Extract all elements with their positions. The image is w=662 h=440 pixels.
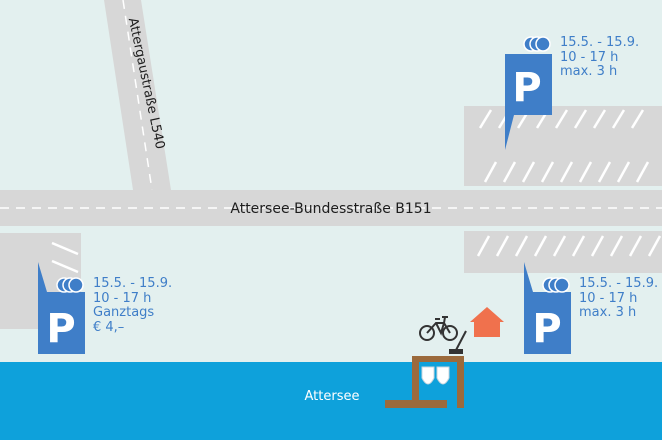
bicycle-icon — [419, 316, 458, 341]
boat-icon — [421, 366, 450, 385]
parking-all-day: Ganztags — [93, 305, 155, 320]
parking-max-duration: max. 3 h — [560, 64, 618, 79]
lake — [0, 362, 662, 440]
parking-hours: 10 - 17 h — [93, 290, 152, 306]
parking-price: € 4,– — [93, 319, 125, 335]
jetty-icon — [385, 356, 464, 408]
parking-dates: 15.5. - 15.9. — [579, 276, 659, 291]
parking-dates: 15.5. - 15.9. — [560, 35, 640, 50]
parking-stripes-west — [51, 241, 79, 274]
parking-sign-south-east: P — [524, 262, 571, 354]
parking-sign-west: P — [38, 262, 85, 354]
parking-info-west: 15.5. - 15.9. 10 - 17 h Ganztags € 4,– — [93, 276, 173, 335]
parking-dates: 15.5. - 15.9. — [93, 276, 173, 291]
parking-letter: P — [46, 306, 75, 352]
parking-max-duration: max. 3 h — [579, 305, 637, 320]
house-icon — [470, 307, 504, 337]
lake-label: Attersee — [304, 389, 360, 404]
parking-info-south-east: 15.5. - 15.9. 10 - 17 h max. 3 h — [579, 276, 659, 321]
parking-hours: 10 - 17 h — [579, 290, 638, 306]
main-road-label: Attersee-Bundesstraße B151 — [230, 201, 432, 217]
parking-letter: P — [512, 65, 541, 111]
parking-lot-north-east — [464, 106, 662, 186]
parking-stripes-south-east — [476, 235, 662, 257]
parking-hours: 10 - 17 h — [560, 49, 619, 65]
parking-sign-north-east: P — [505, 36, 552, 150]
side-road-centerline — [122, 0, 153, 191]
oar-icon — [449, 330, 467, 354]
parking-info-north-east: 15.5. - 15.9. 10 - 17 h max. 3 h — [560, 35, 640, 80]
parking-letter: P — [532, 306, 561, 352]
